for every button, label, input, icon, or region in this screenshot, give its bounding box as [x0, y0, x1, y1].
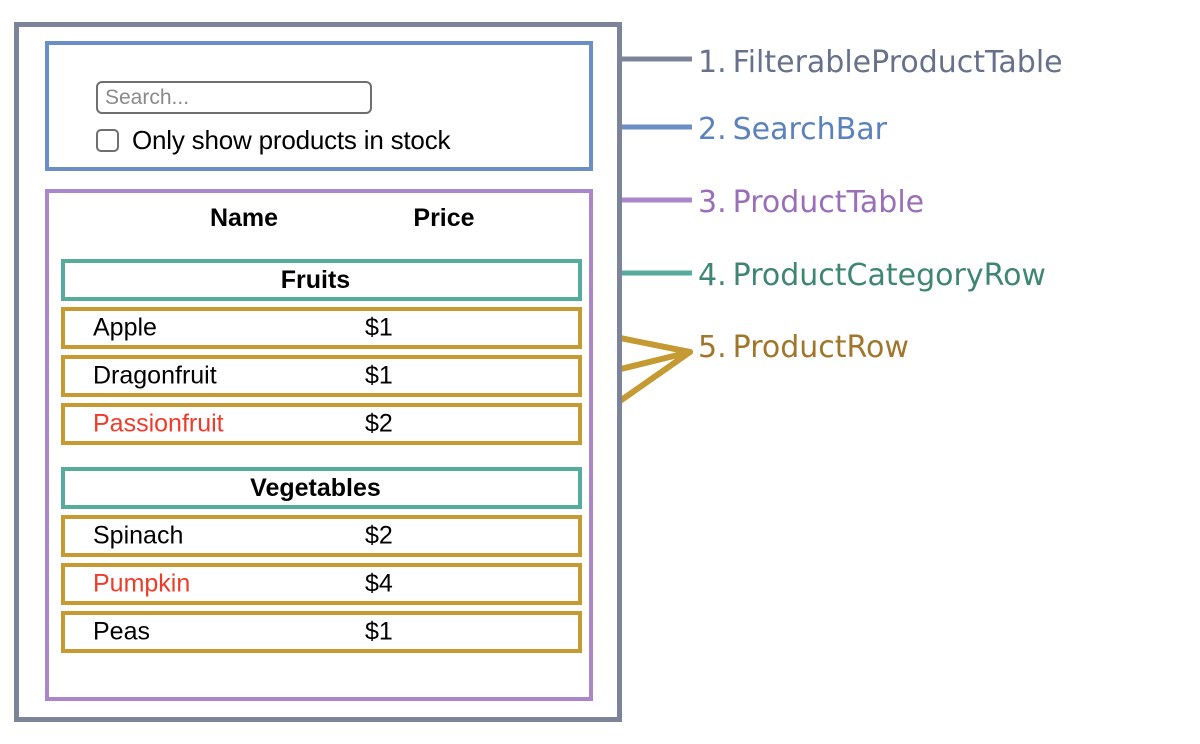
product-name: Spinach — [93, 521, 184, 550]
in-stock-filter-label: Only show products in stock — [132, 125, 451, 155]
annotation-text: ProductCategoryRow — [732, 258, 1046, 293]
checkbox-icon[interactable] — [96, 129, 119, 152]
product-name: Passionfruit — [93, 409, 224, 438]
search-bar: Only show products in stock — [45, 41, 593, 171]
product-category-row: Vegetables — [61, 467, 582, 509]
in-stock-filter-row[interactable]: Only show products in stock — [96, 125, 450, 156]
product-table-header: Name Price — [49, 199, 589, 237]
annotation-text: FilterableProductTable — [732, 45, 1063, 80]
product-row: Passionfruit $2 — [61, 403, 582, 445]
annotation-number: 4. — [698, 258, 727, 293]
annotation-label-product-row: 5.ProductRow — [698, 330, 909, 365]
product-category-row: Fruits — [61, 259, 582, 301]
product-name: Dragonfruit — [93, 361, 217, 390]
group-spacer — [61, 451, 582, 467]
annotation-number: 3. — [698, 185, 727, 220]
annotation-text: SearchBar — [732, 112, 887, 147]
product-row: Pumpkin $4 — [61, 563, 582, 605]
annotation-label-product-table: 3.ProductTable — [698, 185, 924, 220]
product-table-body: Fruits Apple $1 Dragonfruit $1 Passionfr… — [61, 259, 582, 659]
column-header-name: Name — [209, 203, 279, 232]
annotation-label-product-category-row: 4.ProductCategoryRow — [698, 258, 1046, 293]
product-price: $1 — [365, 617, 393, 646]
product-name: Apple — [93, 313, 157, 342]
product-row: Spinach $2 — [61, 515, 582, 557]
product-table: Name Price Fruits Apple $1 Dragonfruit $… — [45, 189, 593, 701]
search-input[interactable] — [96, 81, 372, 114]
product-row: Peas $1 — [61, 611, 582, 653]
product-category-label: Vegetables — [250, 473, 381, 502]
product-price: $2 — [365, 521, 393, 550]
product-price: $2 — [365, 409, 393, 438]
annotation-label-filterable-product-table: 1.FilterableProductTable — [698, 45, 1063, 80]
product-price: $1 — [365, 313, 393, 342]
annotation-text: ProductTable — [732, 185, 925, 220]
product-category-label: Fruits — [280, 265, 351, 294]
filterable-product-table: Only show products in stock Name Price F… — [14, 22, 622, 722]
annotation-text: ProductRow — [732, 330, 909, 365]
product-price: $4 — [365, 569, 393, 598]
product-price: $1 — [365, 361, 393, 390]
annotation-number: 2. — [698, 112, 727, 147]
column-header-price: Price — [413, 203, 475, 232]
product-row: Dragonfruit $1 — [61, 355, 582, 397]
annotation-number: 1. — [698, 45, 727, 80]
product-name: Pumpkin — [93, 569, 191, 598]
product-name: Peas — [93, 617, 150, 646]
product-row: Apple $1 — [61, 307, 582, 349]
annotation-label-search-bar: 2.SearchBar — [698, 112, 887, 147]
annotation-number: 5. — [698, 330, 727, 365]
